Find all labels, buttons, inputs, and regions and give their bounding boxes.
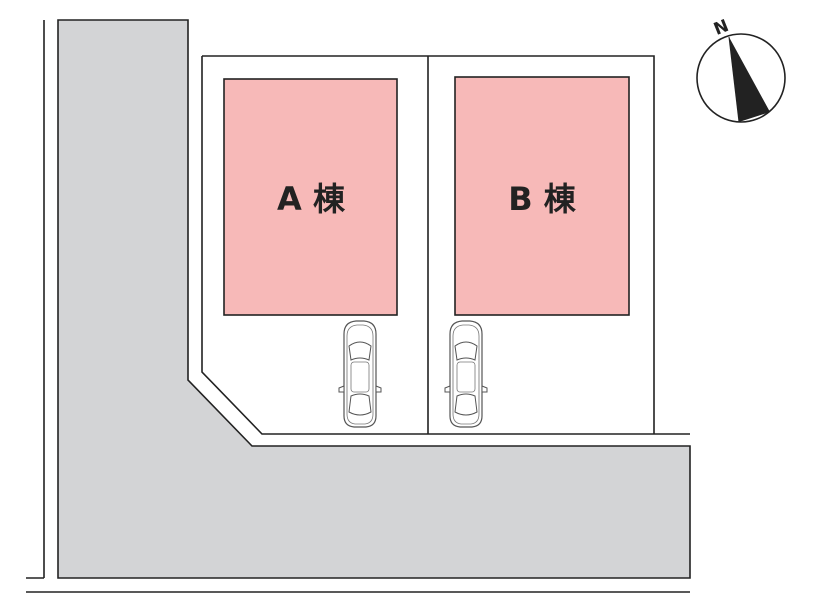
compass-north-letter: N [711, 16, 732, 40]
building-b-label: B 棟 [508, 180, 577, 218]
building-a: A 棟 [223, 78, 398, 316]
parking-b-car-icon [444, 320, 488, 428]
building-b: B 棟 [454, 76, 630, 316]
road-area [57, 19, 691, 579]
north-arrow-icon: N [696, 16, 786, 123]
building-a-label: A 棟 [277, 180, 346, 218]
parking-a-car-icon [338, 320, 382, 428]
